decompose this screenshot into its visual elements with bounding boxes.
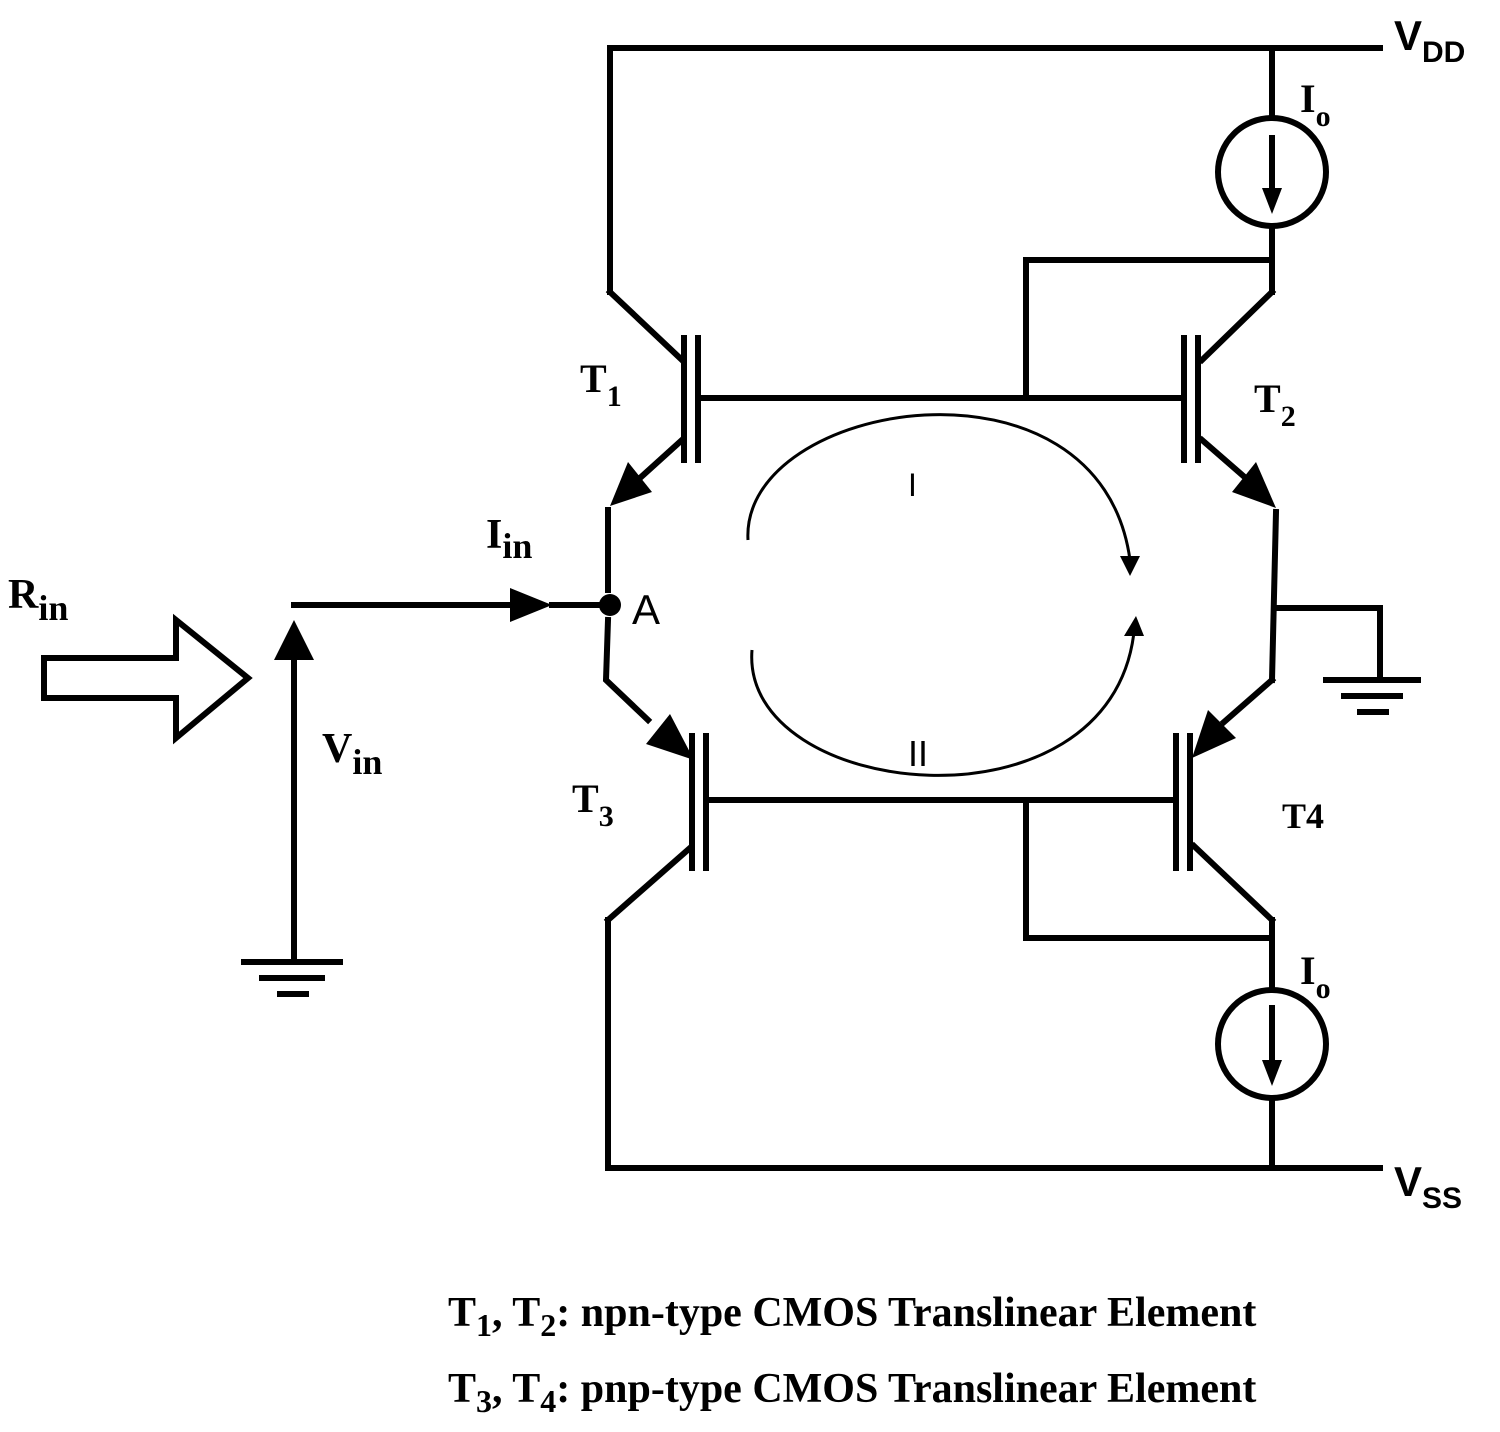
t1-label: T1 — [580, 356, 622, 413]
iin-label: Iin — [486, 512, 532, 566]
current-source-top — [1215, 45, 1329, 295]
rin-label: Rin — [8, 572, 68, 628]
vss-label: VSS — [1394, 1158, 1462, 1215]
loop-1-label: I — [908, 467, 917, 503]
transistor-t4 — [1173, 675, 1277, 925]
current-source-bottom — [1215, 917, 1329, 1171]
rin-arrow — [41, 613, 253, 745]
vdd-rail — [607, 45, 1383, 295]
vss-rail — [605, 917, 1383, 1171]
t4-label: T4 — [1282, 796, 1324, 836]
transistor-t1 — [605, 287, 701, 593]
input-line — [291, 588, 621, 622]
ground-right — [1271, 605, 1421, 715]
upper-base-link — [699, 257, 1275, 401]
transistor-t3 — [602, 616, 709, 925]
io-bottom-label: Io — [1300, 948, 1331, 1005]
legend-line-1: T1, T2: npn-type CMOS Translinear Elemen… — [448, 1290, 1256, 1343]
t3-label: T3 — [572, 776, 614, 833]
loop-2-label: II — [908, 733, 928, 774]
io-top-label: Io — [1300, 76, 1331, 133]
legend-line-2: T3, T4: pnp-type CMOS Translinear Elemen… — [448, 1366, 1256, 1419]
vin-arrow — [241, 620, 343, 997]
loop-arcs — [746, 413, 1144, 777]
node-a-dot — [599, 594, 621, 616]
transistor-t2 — [1181, 287, 1280, 684]
node-a-label: A — [632, 586, 660, 633]
lower-base-link — [707, 797, 1275, 941]
t2-label: T2 — [1254, 376, 1296, 433]
vdd-label: VDD — [1394, 12, 1465, 69]
vin-label: Vin — [322, 726, 382, 782]
